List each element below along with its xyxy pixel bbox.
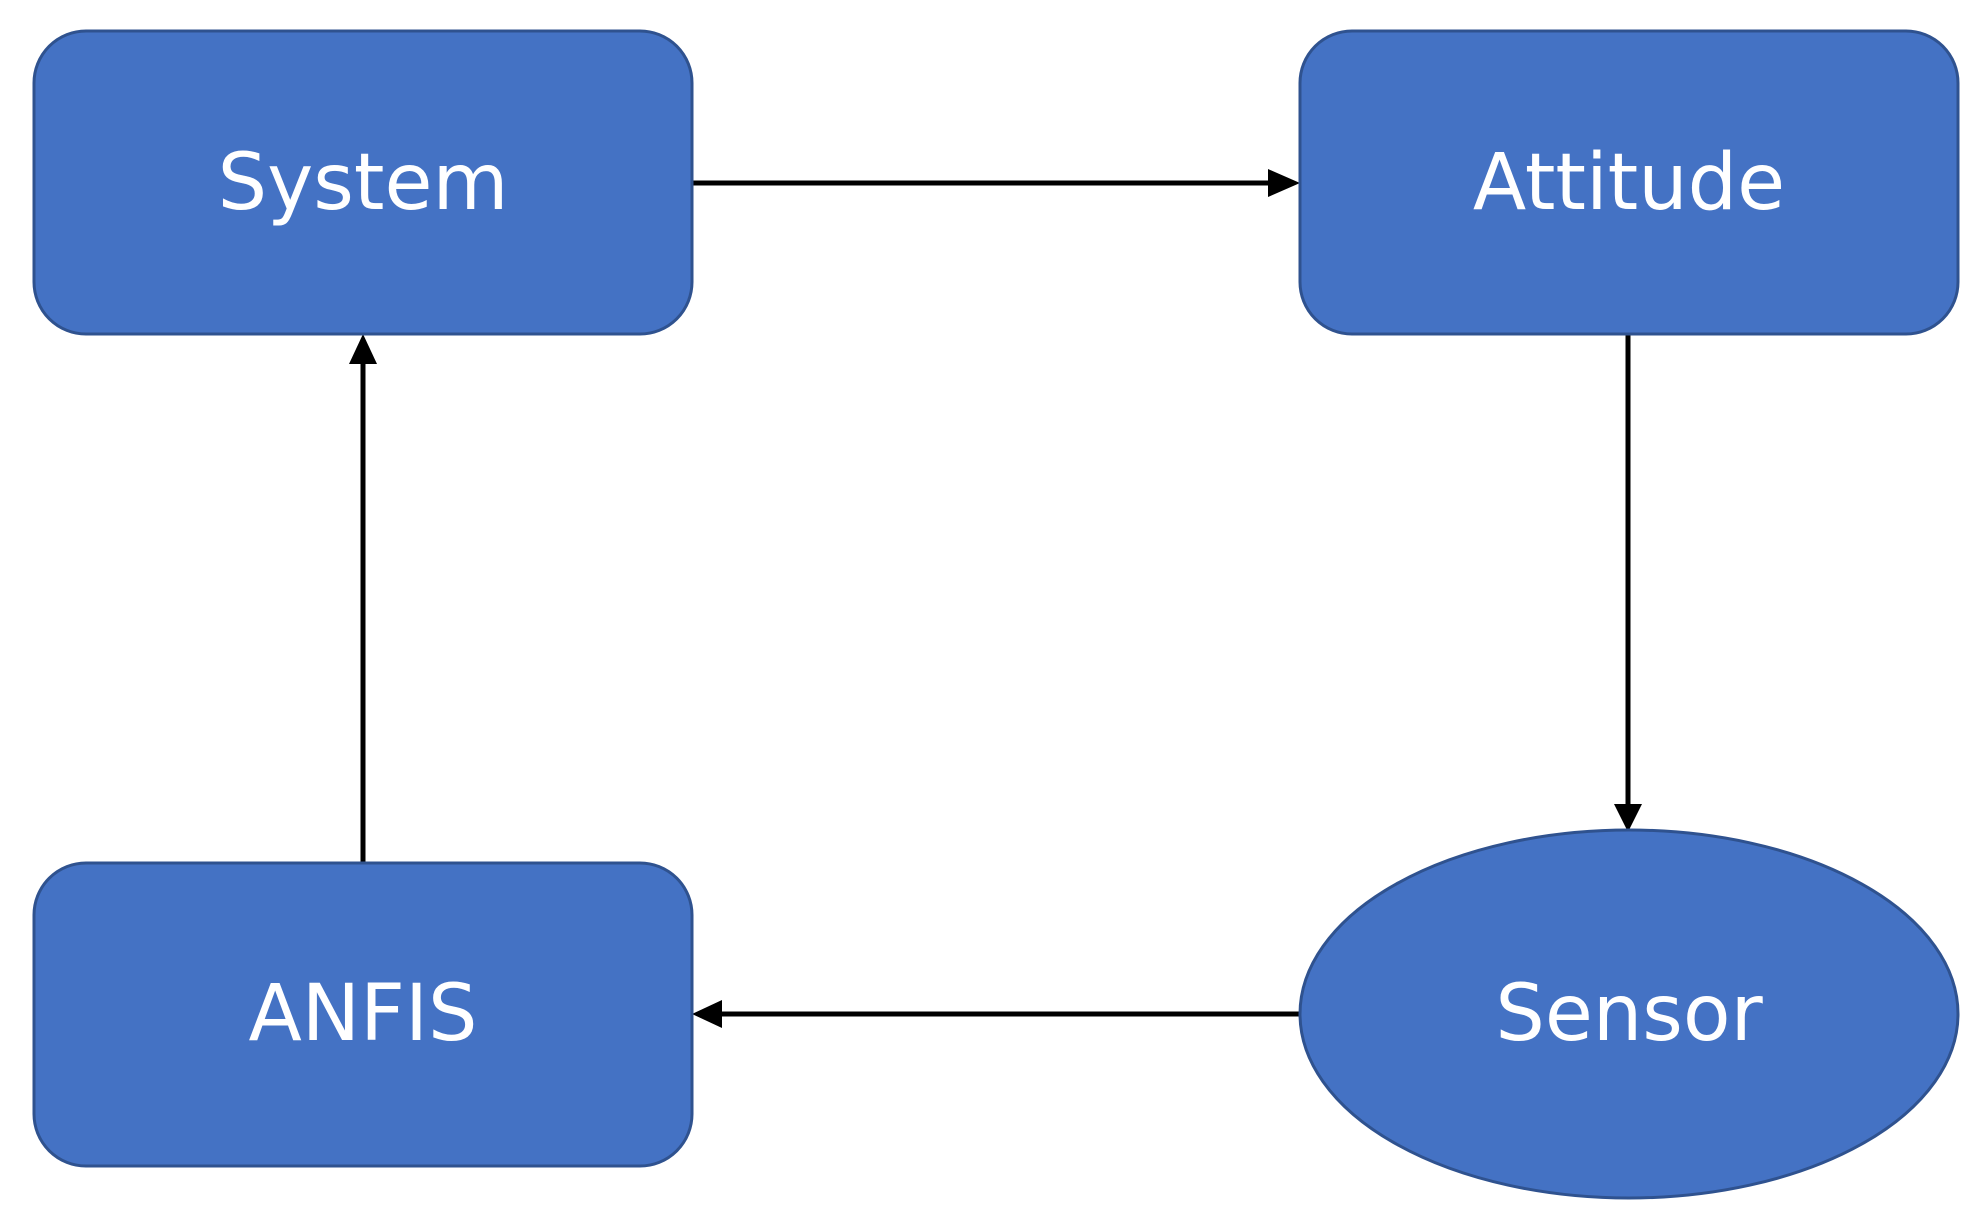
node-system-box xyxy=(32,29,694,336)
node-attitude-label: Attitude xyxy=(1473,138,1785,228)
node-anfis-box xyxy=(32,861,694,1168)
edge-system-to-attitude xyxy=(692,169,1300,197)
node-anfis: ANFIS xyxy=(32,861,694,1168)
node-system: System xyxy=(32,29,694,336)
node-sensor: Sensor xyxy=(1298,828,1960,1200)
node-attitude: Attitude xyxy=(1298,29,1960,336)
node-system-label: System xyxy=(218,138,509,228)
edge-attitude-to-sensor xyxy=(1614,334,1642,832)
node-sensor-ellipse xyxy=(1298,828,1960,1200)
edge-sensor-to-anfis xyxy=(692,1000,1299,1028)
edge-anfis-to-system xyxy=(349,334,377,863)
node-anfis-label: ANFIS xyxy=(248,969,477,1059)
node-attitude-box xyxy=(1298,29,1960,336)
node-sensor-label: Sensor xyxy=(1495,969,1763,1059)
